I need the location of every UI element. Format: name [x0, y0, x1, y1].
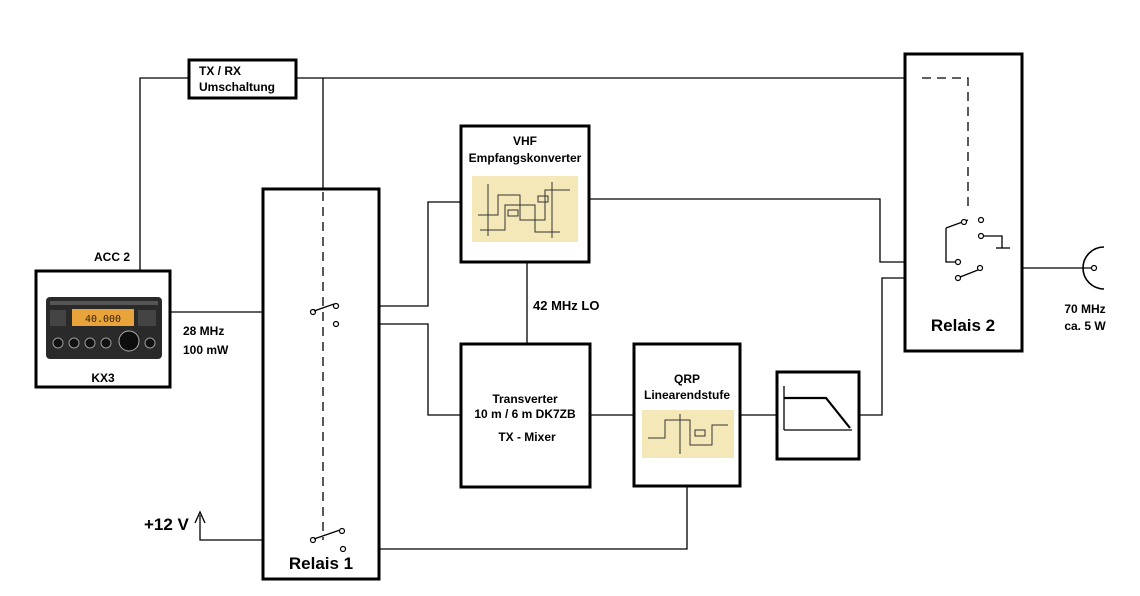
txrx-switch-block: TX / RX Umschaltung [187, 58, 298, 100]
vhf-label-line2: Empfangskonverter [469, 151, 582, 165]
kx3-display-text: 40.000 [85, 314, 121, 325]
kx3-transceiver: 40.000 KX3 [34, 269, 172, 389]
transverter-block: Transverter 10 m / 6 m DK7ZB TX - Mixer [459, 342, 592, 489]
kx3-radio-image: 40.000 [46, 297, 162, 359]
transverter-label-line1: Transverter [492, 392, 558, 406]
acc2-label: ACC 2 [94, 250, 130, 264]
transverter-label-line2: 10 m / 6 m DK7ZB [474, 407, 576, 421]
vhf-label-line1: VHF [513, 134, 537, 148]
qrp-schematic-thumbnail [642, 410, 734, 458]
input-power-label: 100 mW [183, 343, 229, 357]
transverter-label-line3: TX - Mixer [498, 430, 556, 444]
output-power-label: ca. 5 W [1064, 319, 1106, 333]
txrx-label-line2: Umschaltung [199, 80, 275, 94]
qrp-label-line1: QRP [674, 372, 700, 386]
lo-frequency-label: 42 MHz LO [533, 298, 599, 313]
txrx-label-line1: TX / RX [199, 64, 241, 78]
antenna-icon [1082, 246, 1105, 290]
qrp-label-line2: Linearendstufe [644, 388, 730, 402]
vhf-schematic-thumbnail [472, 176, 578, 242]
output-frequency-label: 70 MHz [1064, 302, 1105, 316]
kx3-label: KX3 [91, 371, 115, 385]
input-frequency-label: 28 MHz [183, 324, 224, 338]
relais-1-label: Relais 1 [289, 554, 353, 573]
lowpass-filter-block [775, 370, 861, 461]
vhf-receive-converter-block: VHF Empfangskonverter [459, 124, 591, 264]
supply-voltage-label: +12 V [144, 515, 190, 534]
relais-2-label: Relais 2 [931, 316, 995, 335]
relais-1-block: Relais 1 [261, 187, 381, 581]
relais-2-block: Relais 2 [903, 52, 1024, 353]
qrp-amplifier-block: QRP Linearendstufe [632, 342, 742, 488]
